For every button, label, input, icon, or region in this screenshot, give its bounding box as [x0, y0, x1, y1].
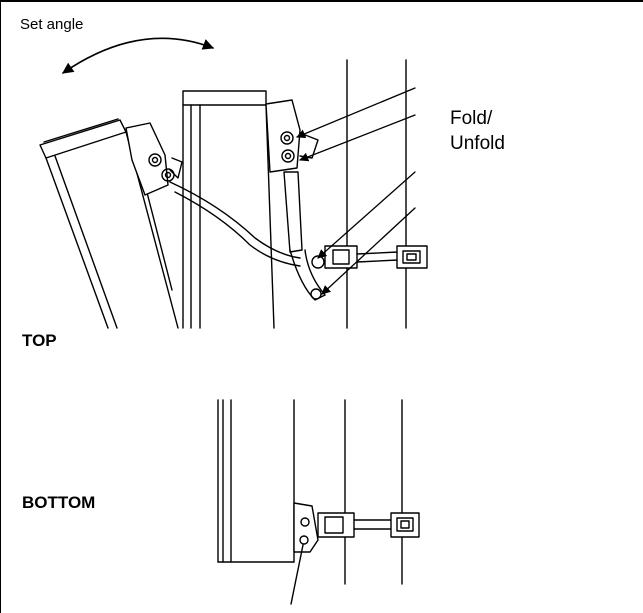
fold-unfold-leaders: [296, 87, 416, 295]
rail-clamp-bottom: [317, 512, 420, 538]
set-angle-label: Set angle: [20, 16, 84, 33]
bottom-rails: [344, 399, 403, 585]
top-view-label: TOP: [22, 331, 57, 350]
middle-cabinet: [182, 90, 319, 329]
set-angle-arrow: [62, 37, 215, 74]
bottom-view-label: BOTTOM: [22, 493, 96, 512]
bottom-cabinet: [217, 399, 319, 563]
left-cabinet: [39, 118, 183, 329]
fold-unfold-label: Fold/ Unfold: [450, 108, 505, 154]
rail-clamp-top: [324, 245, 428, 269]
top-rails: [346, 59, 407, 329]
bottom-leader: [290, 544, 304, 605]
